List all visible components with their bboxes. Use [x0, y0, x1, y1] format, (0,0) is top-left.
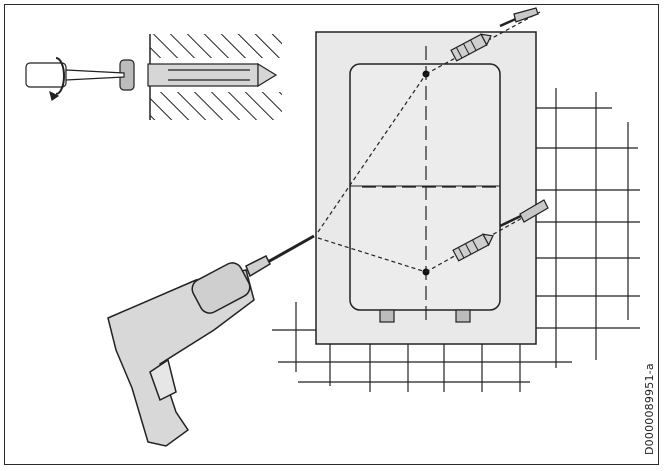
figure-frame [4, 4, 659, 465]
screw-bottom [499, 199, 549, 228]
dowel-bottom [452, 233, 494, 262]
connection-stubs [379, 309, 471, 323]
screwdriver-inset [25, 57, 125, 101]
drill-icon [107, 234, 315, 447]
appliance-housing [315, 31, 537, 345]
screw-top [499, 7, 539, 28]
document-id: D0000089951-a [643, 363, 656, 455]
wall-grid [272, 88, 640, 392]
dowel-top [450, 33, 492, 62]
dowel-inset [119, 59, 278, 91]
